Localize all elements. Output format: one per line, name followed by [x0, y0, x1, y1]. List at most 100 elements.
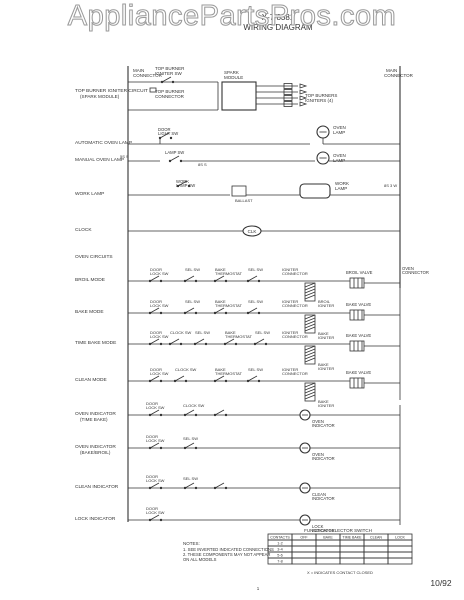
table-cell	[291, 557, 317, 565]
table-cell	[291, 551, 317, 559]
switch-contact	[159, 486, 163, 490]
comp-label: SEL SW	[248, 367, 263, 372]
row-label-12: CLEAN INDICATOR	[75, 484, 119, 490]
label-igniter-connector: CONNECTOR	[282, 334, 308, 339]
wire	[304, 354, 316, 360]
spark-module-box	[221, 81, 257, 111]
title-line-2: WIRING DIAGRAM	[243, 23, 313, 32]
row-label-sub-10: (TIME BAKE)	[80, 417, 108, 422]
label-door: DOOR	[146, 401, 158, 406]
wire	[304, 320, 316, 326]
label-indicator-b: INDICATOR	[312, 496, 335, 501]
table-row-label: 3-4	[277, 548, 283, 552]
label-lamp-sw-2: LAMP SW	[176, 183, 195, 188]
comp-label: DOOR	[150, 330, 162, 335]
switch-blade	[149, 375, 160, 382]
table-col-header: LOCK	[395, 536, 405, 540]
comp-label: LOCK SW	[150, 303, 169, 308]
switch-blade	[254, 338, 265, 345]
comp-label: THERMOSTAT	[215, 271, 243, 276]
comp-label: SEL SW	[185, 267, 200, 272]
wire	[304, 351, 316, 357]
label-indicator-b: INDICATOR	[312, 456, 335, 461]
burner-connector	[149, 87, 157, 93]
label-main-connector-right: CONNECTOR	[384, 73, 414, 78]
switch-blade	[184, 307, 195, 314]
revision-date-text: 10/92	[430, 578, 452, 588]
igniter-connector	[283, 95, 293, 101]
table-cell	[363, 557, 389, 565]
table-row-label: 7-8	[277, 560, 283, 564]
switch-contact	[194, 279, 198, 283]
row-labels: TOP BURNER IGNITER CIRCUIT(SPARK MODULE)…	[75, 88, 148, 522]
label-work-lamp-2: LAMP	[335, 186, 347, 191]
comp-label: DOOR	[150, 367, 162, 372]
label-oven-connector: OVEN	[402, 266, 414, 271]
notes-line-2: ON ALL MODELS	[183, 557, 217, 562]
switch-blade	[169, 338, 180, 345]
wire-lines	[127, 66, 401, 526]
label-door-lock-sw: LOCK SW	[146, 510, 165, 515]
switch-contact	[171, 80, 175, 84]
table-cell	[387, 551, 413, 559]
switch-contact	[224, 311, 228, 315]
switch-contact	[224, 279, 228, 283]
wire	[304, 345, 316, 351]
table-footnote: X = INDICATES CONTACT CLOSED	[307, 570, 373, 575]
comp-label: BAKE	[215, 299, 226, 304]
label-indicator-a: CLEAN	[312, 492, 326, 497]
label-clock-sw: CLOCK SW	[183, 403, 205, 408]
switch-blade	[224, 338, 235, 345]
switch-blade	[161, 76, 172, 83]
row-label-11: OVEN INDICATOR	[75, 444, 116, 450]
table-cell	[363, 551, 389, 559]
switch-blade	[149, 338, 160, 345]
page-number: 1	[257, 586, 260, 591]
wire	[304, 314, 316, 320]
switch-contact	[257, 279, 261, 283]
row-label-sub-0: (SPARK MODULE)	[80, 94, 120, 99]
label-door-lock-sw: LOCK SW	[146, 478, 165, 483]
row-label-sub-11: (BAKE/BROIL)	[80, 450, 111, 455]
switch-blade	[247, 375, 258, 382]
label-door-lock-sw: LOCK SW	[146, 405, 165, 410]
switch-blade	[149, 482, 160, 489]
switch-contact	[234, 342, 238, 346]
comp-label: THERMOSTAT	[215, 303, 243, 308]
label-igniter-type: BAKE	[318, 399, 329, 404]
label-igniter: IGNITER	[282, 267, 298, 272]
row-label-8: TIME BAKE MODE	[75, 340, 116, 346]
table-cell	[363, 539, 389, 547]
label-work-lamp: WORK	[335, 181, 349, 186]
notes: NOTES:1. SEE INVERTED INDICATED CONNECTI…	[183, 541, 274, 562]
table-cell	[315, 545, 341, 553]
table-row-label: 5-6	[277, 554, 283, 558]
label-8s3w: 8S 3 W	[384, 183, 397, 188]
switch-contact	[159, 279, 163, 283]
label-igniter-type: BAKE	[318, 362, 329, 367]
label-main-connector: CONNECTOR	[133, 73, 163, 78]
label-indicator-a: OVEN	[312, 419, 324, 424]
igniter-electrode	[299, 83, 308, 89]
label-valve: BROIL VALVE	[346, 270, 373, 275]
row-label-7: BAKE MODE	[75, 309, 104, 315]
comp-label: CLOCK SW	[175, 367, 197, 372]
wire	[304, 317, 316, 323]
switch-blade	[214, 409, 225, 416]
table-col-header: BAKE	[323, 536, 333, 540]
table-cell	[291, 539, 317, 547]
switch-contact	[194, 486, 198, 490]
switch-blade	[177, 180, 188, 187]
switch-contact	[159, 379, 163, 383]
label-igniter-type: BROIL	[318, 299, 331, 304]
table-col-header: TIME BAKE	[342, 536, 362, 540]
table-cell	[339, 545, 365, 553]
row-label-10: OVEN INDICATOR	[75, 411, 116, 417]
table-cell	[387, 545, 413, 553]
switch-contact	[169, 136, 173, 140]
table-cell	[291, 545, 317, 553]
switch-blade	[214, 375, 225, 382]
label-valve: BAKE VALVE	[346, 333, 371, 338]
